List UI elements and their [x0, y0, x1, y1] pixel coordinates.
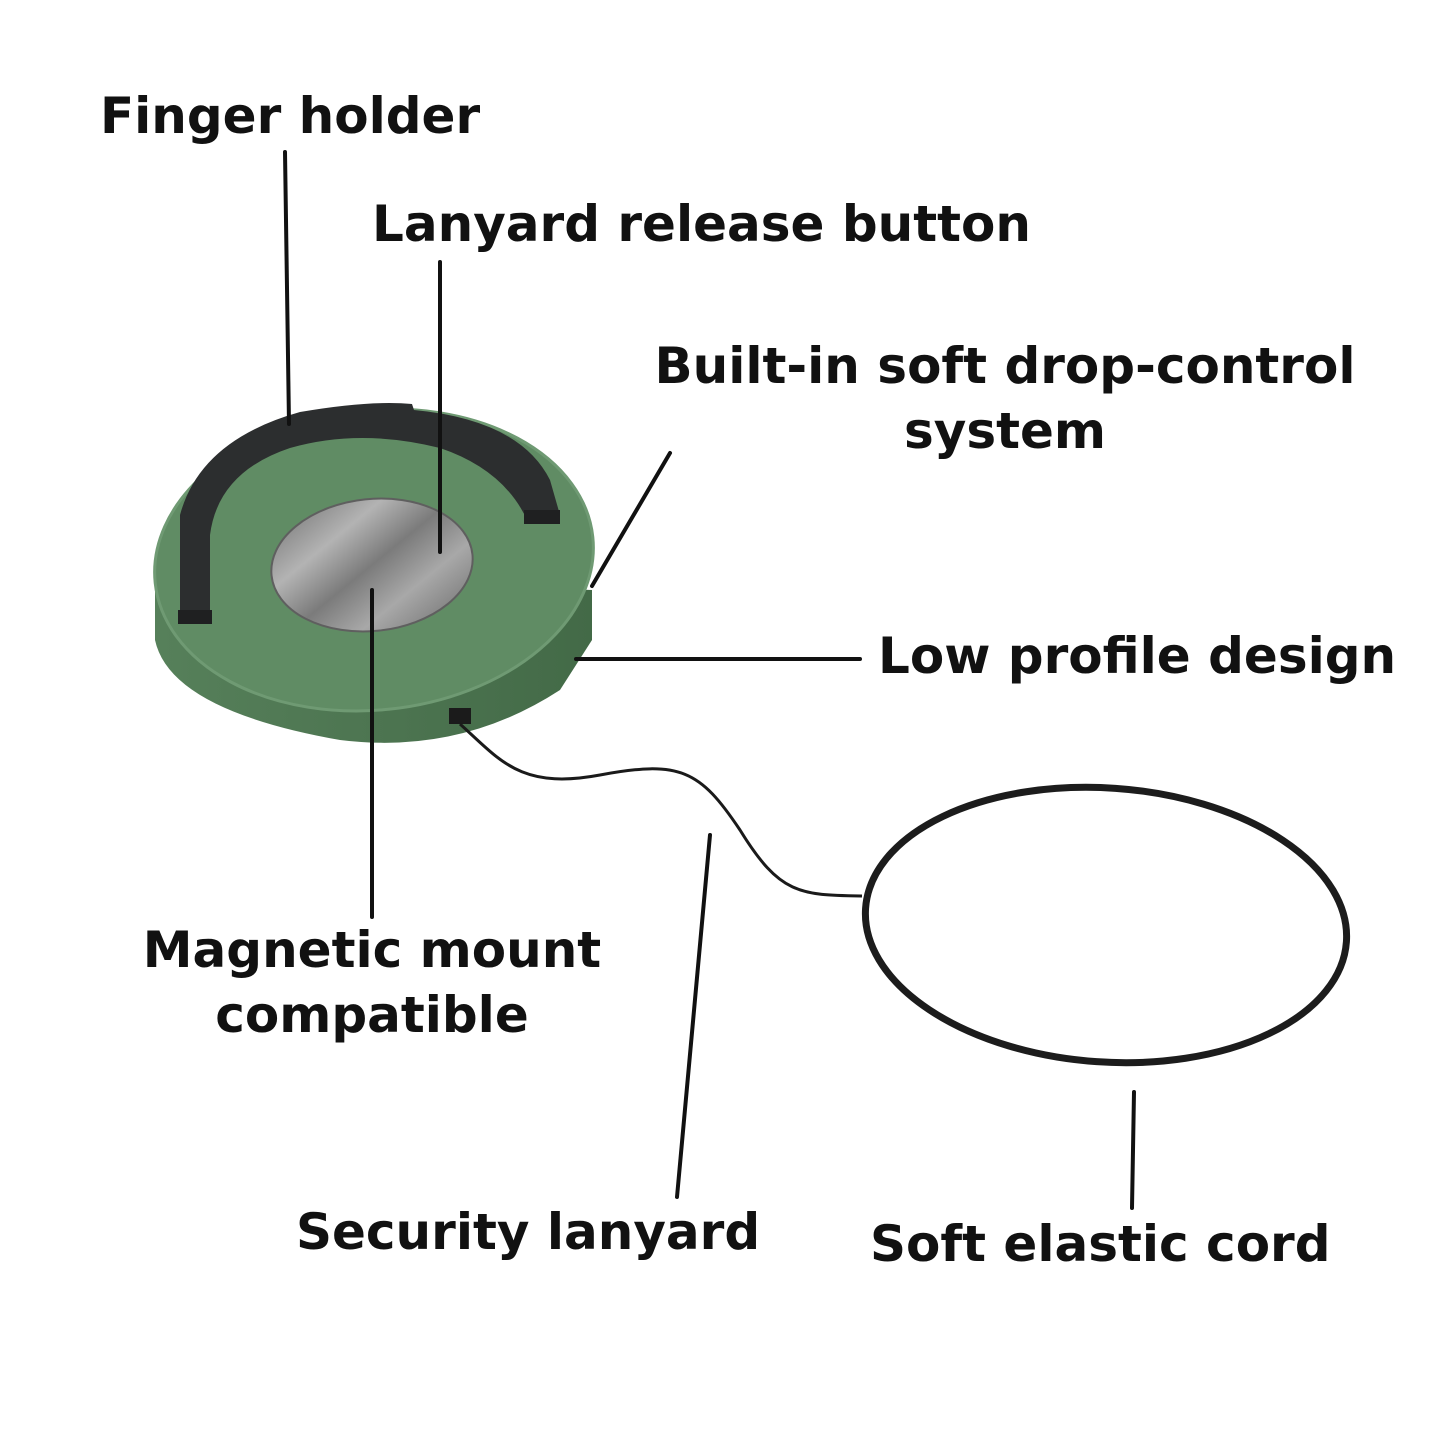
finger-holder-arch: [178, 403, 560, 624]
label-drop-control-line1: Built-in soft drop-control: [654, 337, 1356, 395]
magnet-plate: [270, 497, 474, 633]
leader-line-finger-holder: [283, 150, 291, 426]
label-lanyard-release-button: Lanyard release button: [372, 195, 1031, 253]
elastic-cord-ring: [861, 783, 1351, 1067]
lanyard-port: [449, 708, 471, 724]
security-lanyard-wire: [458, 722, 863, 898]
leader-line-lanyard: [675, 833, 712, 1199]
label-magnetic-line1: Magnetic mount: [142, 921, 602, 979]
label-finger-holder: Finger holder: [100, 87, 481, 145]
label-drop-control-line2: system: [903, 402, 1107, 460]
label-elastic-cord: Soft elastic cord: [870, 1215, 1331, 1273]
label-magnetic-mount: Magnetic mount compatible: [122, 918, 622, 1048]
leader-line-elastic-cord: [1130, 1090, 1136, 1210]
leader-line-drop-control: [590, 451, 672, 588]
label-magnetic-line2: compatible: [215, 986, 529, 1044]
label-drop-control: Built-in soft drop-control system: [645, 334, 1365, 464]
label-low-profile: Low profile design: [878, 627, 1397, 685]
label-security-lanyard: Security lanyard: [296, 1203, 761, 1261]
